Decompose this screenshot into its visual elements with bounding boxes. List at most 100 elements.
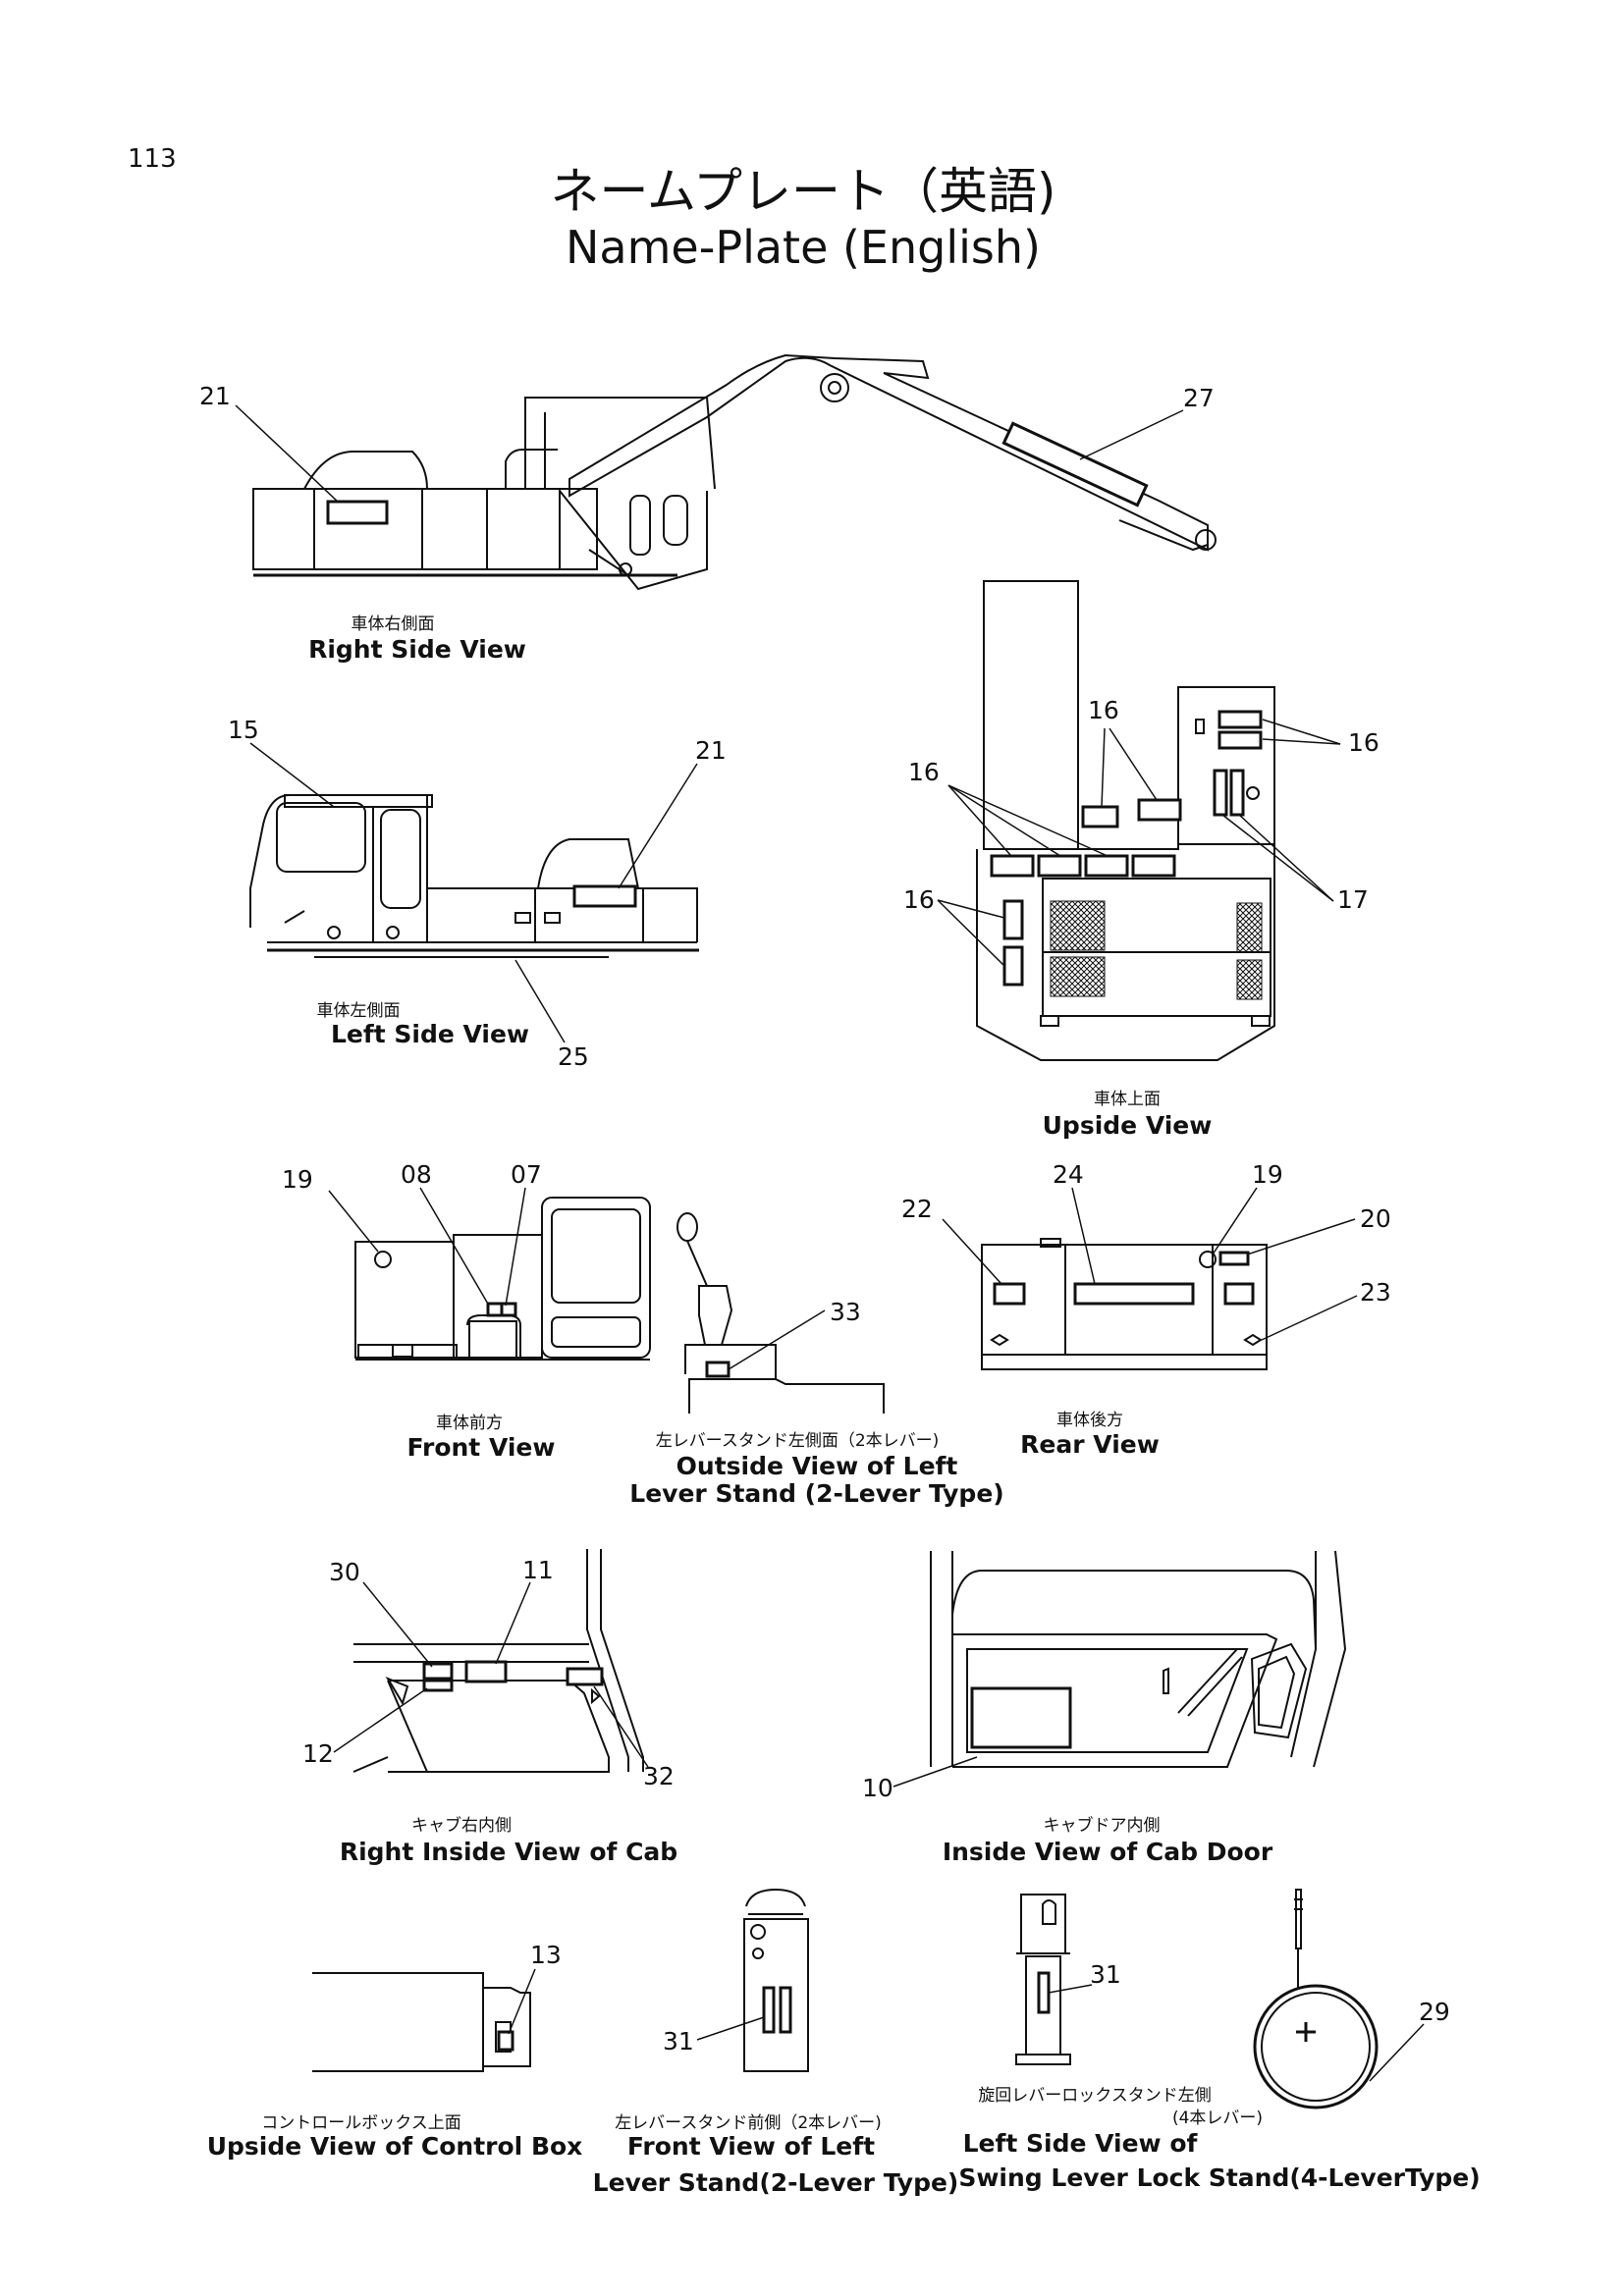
name-plate: [497, 2030, 514, 2052]
callout-31: 31: [663, 2027, 694, 2056]
lever-stand-front-drawing: [743, 1888, 809, 2072]
callout-16: 16: [908, 758, 940, 786]
view-label-jp: キャブドア内側: [1044, 1815, 1161, 1836]
name-plate: [1037, 854, 1082, 878]
name-plate: [1137, 798, 1182, 822]
name-plate: [1084, 854, 1129, 878]
callout-19: 19: [282, 1165, 313, 1194]
excavator-right-side-drawing: [252, 353, 1217, 591]
name-plate: [1037, 1971, 1051, 2014]
name-plate: [1131, 854, 1176, 878]
view-label-en: Front View: [407, 1433, 556, 1462]
cab-interior-drawing: [352, 1549, 644, 1773]
name-plate: [1218, 1251, 1250, 1266]
view-label-jp: 車体後方: [1056, 1411, 1123, 1430]
view-label-en: Inside View of Cab Door: [943, 1838, 1273, 1866]
cab-door-view: 10 キャブドア内側 Inside View of Cab Door: [862, 1550, 1347, 1866]
name-plate: [572, 884, 637, 908]
view-label-en-2: Lever Stand(2-Lever Type): [593, 2168, 959, 2197]
view-label-jp: 車体前方: [436, 1414, 503, 1433]
rear-view: 22 24 19 20 23 車体後方 Rear View: [901, 1160, 1391, 1459]
excavator-rear-drawing: [981, 1238, 1268, 1370]
view-label-jp: コントロールボックス上面: [261, 2113, 461, 2133]
view-label-en: Upside View: [1043, 1111, 1213, 1140]
page-title-en: Name-Plate (English): [566, 221, 1041, 274]
callout-31: 31: [1090, 1960, 1121, 1989]
view-label-en: Outside View of Left: [676, 1452, 958, 1480]
callout-15: 15: [228, 716, 259, 744]
callout-32: 32: [643, 1762, 675, 1790]
right-side-view: 21 27 車体右側面 Right Side View: [199, 353, 1217, 664]
callout-13: 13: [530, 1941, 562, 1969]
callout-29: 29: [1419, 1998, 1450, 2026]
control-box-drawing: [312, 1972, 531, 2072]
view-label-en: Rear View: [1020, 1430, 1160, 1459]
callout-21: 21: [695, 736, 727, 765]
name-plate: [1081, 805, 1119, 828]
view-label-jp: 車体上面: [1094, 1090, 1161, 1109]
name-plate: [1002, 899, 1024, 940]
callout-07: 07: [511, 1160, 542, 1189]
name-plate: [566, 1667, 604, 1686]
view-label-jp-2: (4本レバー): [1172, 2109, 1263, 2128]
callout-30: 30: [329, 1558, 360, 1586]
excavator-left-side-drawing: [249, 794, 699, 958]
callout-24: 24: [1053, 1160, 1084, 1189]
name-plate: [993, 1282, 1026, 1306]
view-label-jp: 車体右側面: [352, 614, 435, 634]
view-label-en: Right Inside View of Cab: [340, 1838, 677, 1866]
view-label-jp: 車体左側面: [317, 1001, 401, 1021]
front-view: 19 08 07 車体前方 Front View: [282, 1160, 651, 1462]
control-box-view: 13 コントロールボックス上面 Upside View of Control B…: [207, 1941, 583, 2161]
view-label-en-2: Swing Lever Lock Stand(4-LeverType): [958, 2163, 1480, 2192]
view-label-en: Right Side View: [308, 635, 526, 664]
swing-lever-lock-stand-view: 31 29 旋回レバーロックスタンド左側 (4本レバー) Left Side V…: [958, 1889, 1481, 2192]
view-label-en: Upside View of Control Box: [207, 2132, 583, 2161]
callout-23: 23: [1360, 1278, 1391, 1307]
name-plate: [1213, 769, 1228, 817]
callout-21: 21: [199, 382, 231, 410]
upside-view: 16 16 16 16 17 車体上面 Upside View: [903, 580, 1380, 1140]
name-plate: [1217, 710, 1263, 729]
left-side-view: 15 21 25 車体左側面 Left Side View: [228, 716, 727, 1071]
name-plate: [1002, 945, 1024, 987]
view-label-en: Left Side View: [331, 1020, 529, 1048]
callout-19: 19: [1252, 1160, 1283, 1189]
name-plate: [486, 1302, 504, 1317]
name-plate: [1001, 421, 1149, 507]
name-plate: [422, 1679, 454, 1692]
view-label-jp: 旋回レバーロックスタンド左側: [978, 2086, 1212, 2106]
name-plate: [1229, 769, 1245, 817]
callout-10: 10: [862, 1774, 893, 1802]
excavator-front-drawing: [354, 1197, 651, 1361]
callout-20: 20: [1360, 1204, 1391, 1233]
view-label-en-2: Lever Stand (2-Lever Type): [629, 1479, 1003, 1508]
callout-27: 27: [1183, 384, 1215, 412]
name-plate: [326, 500, 389, 525]
name-plate: [422, 1662, 454, 1681]
view-label-jp: 左レバースタンド前側（2本レバー): [615, 2113, 882, 2133]
name-plate: [1223, 1282, 1255, 1306]
lever-stand-side-drawing: [676, 1212, 885, 1414]
view-label-en: Left Side View of: [963, 2129, 1199, 2158]
swing-lock-stand-drawing: [1015, 1889, 1379, 2109]
callout-16: 16: [1088, 696, 1119, 724]
view-label-en: Front View of Left: [627, 2132, 875, 2161]
outside-left-lever-stand-view: 33 左レバースタンド左側面（2本レバー) Outside View of Le…: [629, 1212, 1004, 1508]
right-inside-cab-view: 30 11 12 32 キャブ右内側 Right Inside View of …: [302, 1549, 677, 1866]
front-left-lever-stand-view: 31 左レバースタンド前側（2本レバー) Front View of Left …: [593, 1888, 959, 2197]
name-plate: [464, 1660, 508, 1683]
name-plate: [705, 1361, 730, 1378]
callout-16: 16: [903, 885, 935, 914]
name-plate: [762, 1986, 776, 2034]
callout-25: 25: [558, 1042, 589, 1071]
callout-22: 22: [901, 1195, 933, 1223]
name-plate: [1217, 730, 1263, 750]
callout-12: 12: [302, 1739, 334, 1768]
view-label-jp: キャブ右内側: [411, 1815, 512, 1836]
callout-17: 17: [1337, 885, 1369, 914]
cab-door-drawing: [930, 1550, 1347, 1768]
name-plate: [779, 1986, 792, 2034]
page-number: 113: [128, 144, 177, 174]
